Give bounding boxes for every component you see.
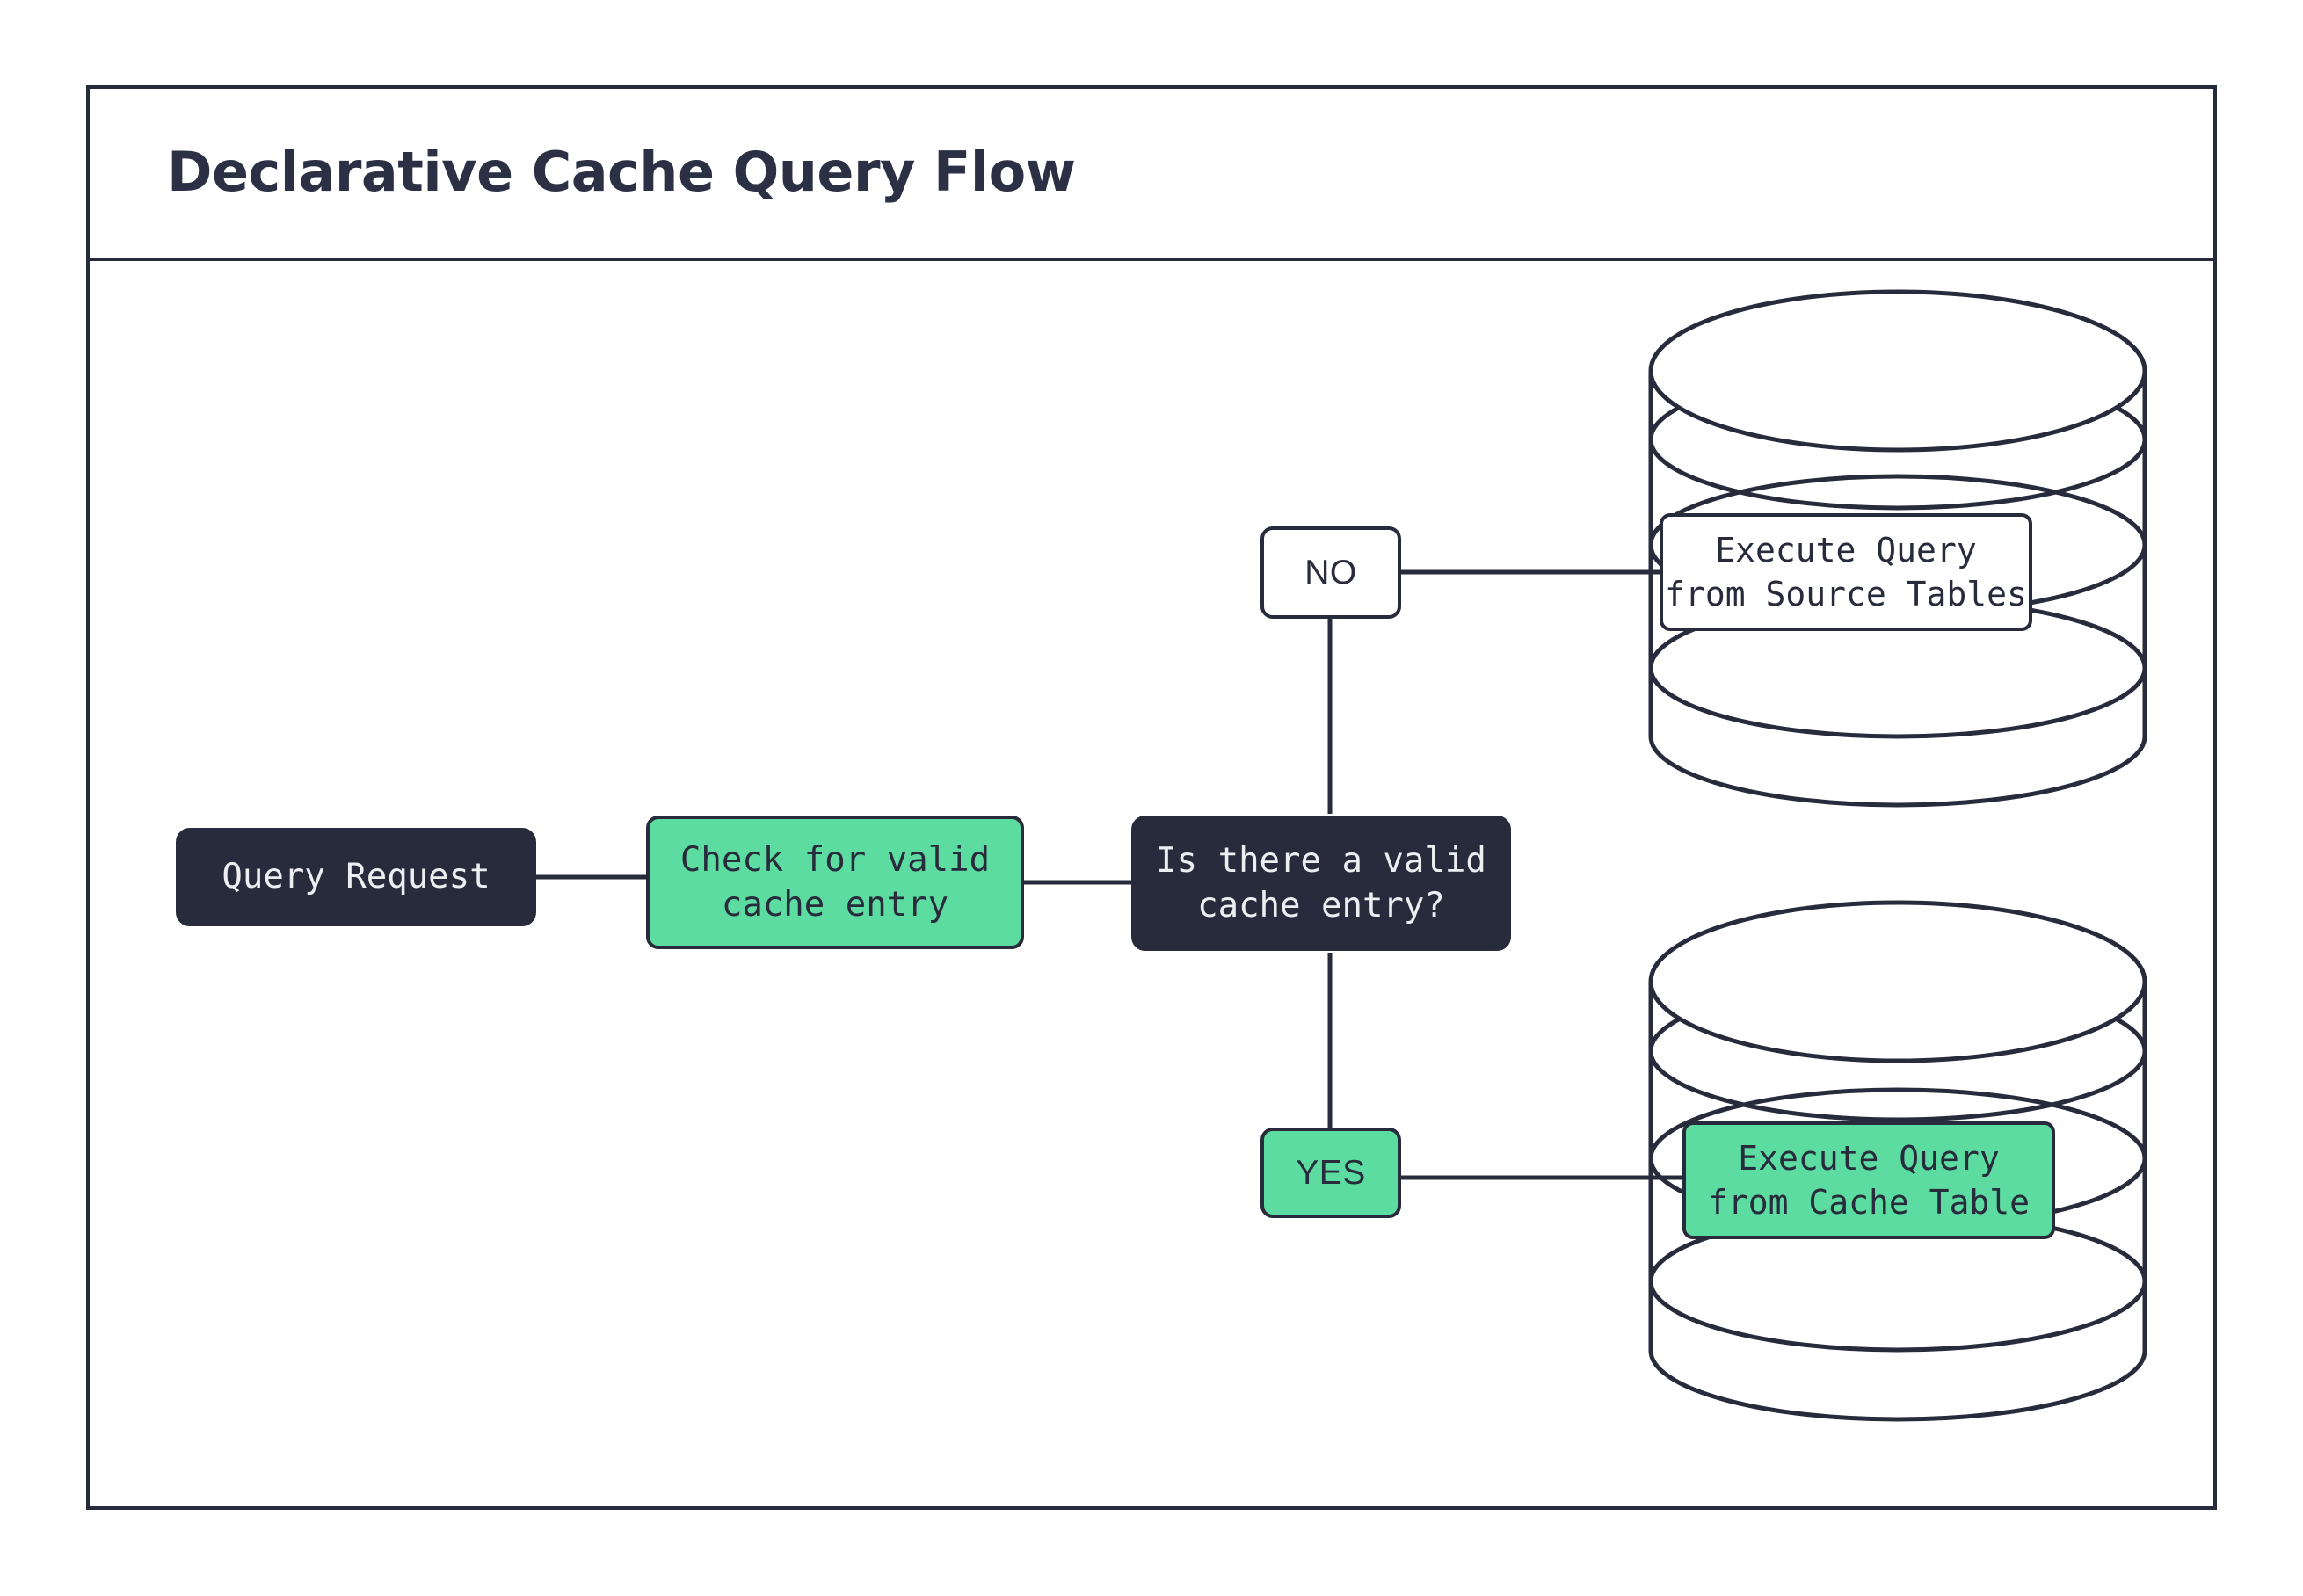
node-execute-query-from-cache-table[interactable]: Execute Query from Cache Table xyxy=(1682,1121,2055,1239)
branch-label-no[interactable]: NO xyxy=(1260,526,1401,619)
node-decision-valid-cache-entry[interactable]: Is there a valid cache entry? xyxy=(1131,816,1511,951)
node-query-request[interactable]: Query Request xyxy=(176,828,536,926)
page-title: Declarative Cache Query Flow xyxy=(167,139,1076,204)
diagram-frame xyxy=(86,85,2217,1510)
node-execute-query-from-source-tables[interactable]: Execute Query from Source Tables xyxy=(1660,513,2032,631)
node-check-for-valid-cache-entry[interactable]: Check for valid cache entry xyxy=(646,816,1024,949)
title-bar: Declarative Cache Query Flow xyxy=(86,85,2217,261)
branch-label-yes[interactable]: YES xyxy=(1260,1128,1401,1218)
